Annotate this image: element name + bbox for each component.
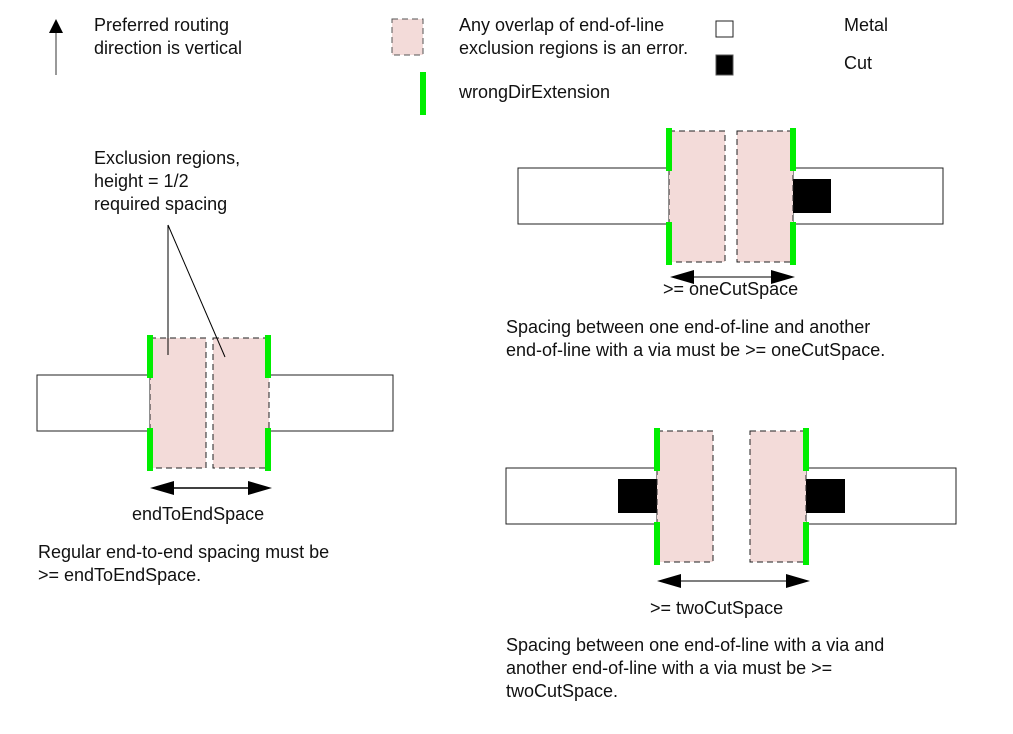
end-to-end-caption: Regular end-to-end spacing must be >= en…	[38, 541, 329, 587]
one-cut-caption: Spacing between one end-of-line and anot…	[506, 316, 885, 362]
wrong-dir-extension	[803, 522, 809, 565]
exclusion-region-left	[149, 337, 207, 469]
cut	[618, 479, 657, 513]
up-arrow-icon	[49, 19, 63, 75]
legend-cut-label: Cut	[844, 53, 873, 73]
wrong-dir-extension	[147, 428, 153, 471]
wrong-dir-extension	[265, 335, 271, 378]
legend-exclusion-line1: Any overlap of end-of-line	[459, 15, 665, 35]
legend-metal-label: Metal	[844, 15, 889, 35]
caption-line: >= endToEndSpace.	[38, 565, 202, 585]
exclusion-annotation: Exclusion regions, height = 1/2 required…	[94, 147, 240, 216]
wrong-dir-extension	[803, 428, 809, 471]
two-cut-diagram	[505, 428, 957, 588]
exclusion-region-right	[212, 337, 270, 469]
exclusion-region-left	[668, 130, 726, 263]
legend-routing-line2: direction is vertical	[94, 38, 243, 58]
caption-line: Spacing between one end-of-line and anot…	[506, 317, 871, 337]
wrong-dir-extension	[654, 522, 660, 565]
metal-left	[517, 167, 670, 225]
legend-routing-line1: Preferred routing	[94, 15, 230, 35]
exclusion-region-right	[749, 430, 807, 563]
wrong-dir-extension	[666, 222, 672, 265]
annotation-line: Exclusion regions,	[94, 148, 241, 168]
caption-line: Spacing between one end-of-line with a v…	[506, 635, 885, 655]
dimension-arrow	[657, 574, 810, 588]
wrong-dir-extension	[654, 428, 660, 471]
wrong-dir-extension	[265, 428, 271, 471]
two-cut-dimension-label: >= twoCutSpace	[650, 598, 784, 618]
end-to-end-diagram	[36, 224, 394, 495]
wrong-dir-extension	[666, 128, 672, 171]
legend-routing-text: Preferred routing direction is vertical	[94, 14, 242, 60]
one-cut-diagram	[517, 128, 944, 284]
exclusion-region-right	[736, 130, 794, 263]
annotation-leader	[167, 224, 226, 358]
caption-line: end-of-line with a via must be >= oneCut…	[506, 340, 886, 360]
cut-swatch	[715, 54, 734, 76]
metal-right	[267, 374, 394, 432]
exclusion-region-swatch	[391, 18, 424, 56]
metal-left	[36, 374, 151, 432]
legend-exclusion-line2: exclusion regions is an error.	[459, 38, 689, 58]
green-bar-swatch	[420, 72, 426, 115]
one-cut-dimension-label: >= oneCutSpace	[663, 279, 799, 299]
exclusion-region-left	[656, 430, 714, 563]
dimension-arrow	[670, 270, 795, 284]
dimension-arrow	[150, 481, 272, 495]
caption-line: Regular end-to-end spacing must be	[38, 542, 330, 562]
two-cut-caption: Spacing between one end-of-line with a v…	[506, 634, 884, 703]
metal-swatch	[715, 20, 734, 38]
legend-wrong-dir-label: wrongDirExtension	[459, 82, 611, 102]
legend-exclusion-text: Any overlap of end-of-line exclusion reg…	[459, 14, 688, 60]
caption-line: another end-of-line with a via must be >…	[506, 658, 833, 678]
annotation-line: height = 1/2	[94, 171, 189, 191]
annotation-line: required spacing	[94, 194, 228, 214]
wrong-dir-extension	[147, 335, 153, 378]
caption-line: twoCutSpace.	[506, 681, 619, 701]
wrong-dir-extension	[790, 128, 796, 171]
cut	[806, 479, 845, 513]
cut	[793, 179, 831, 213]
end-to-end-dimension-label: endToEndSpace	[132, 504, 265, 524]
wrong-dir-extension	[790, 222, 796, 265]
